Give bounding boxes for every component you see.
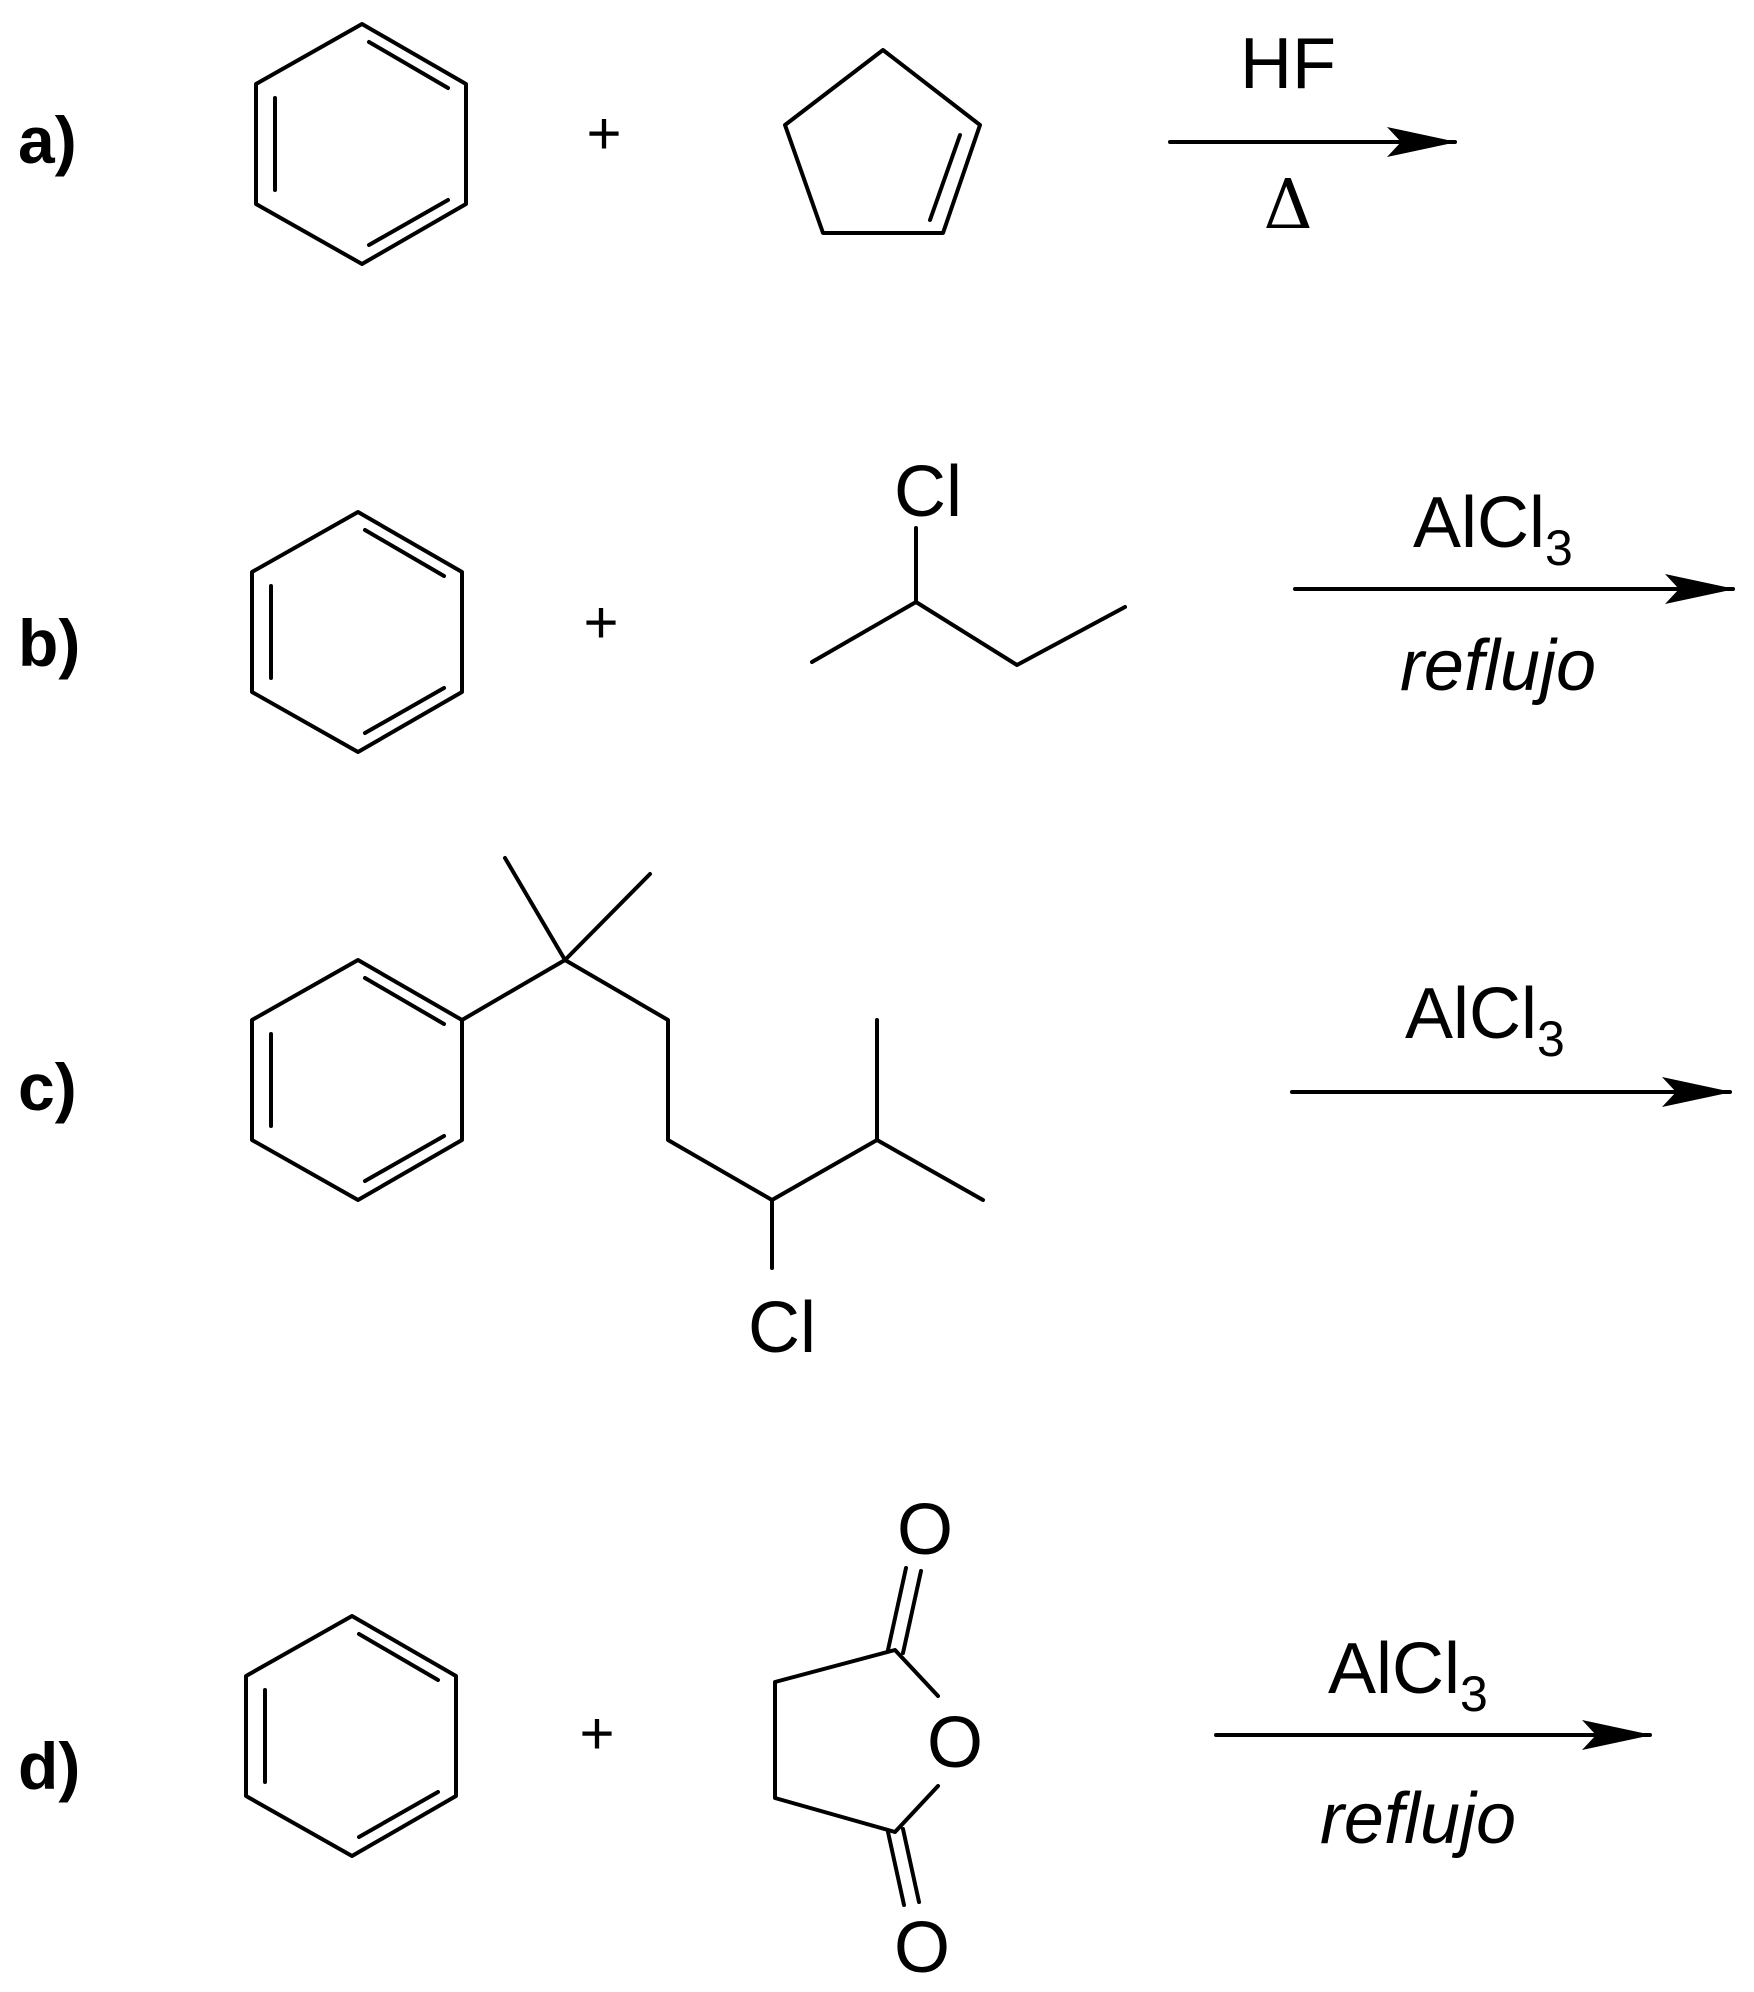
oxygen-atom-ring: O [927,1703,983,1783]
alkyl-chloride-substrate [250,856,985,1270]
reaction-b: b) + Cl AlCl3 reflujo [18,452,1735,754]
reagent-hf: HF [1240,24,1336,104]
reaction-c-label: c) [18,1050,77,1124]
reaction-b-label: b) [18,606,80,680]
reaction-c: c) Cl AlCl3 [18,856,1732,1368]
benzene-b [250,510,464,754]
reaction-a: a) + HF Δ [18,22,1457,266]
reaction-a-label: a) [18,103,77,177]
chlorine-atom-b: Cl [894,452,962,532]
reagent-alcl3-d: AlCl3 [1328,1629,1488,1722]
chlorine-atom-c: Cl [748,1288,816,1368]
plus-sign-b: + [583,589,618,656]
oxygen-atom-top: O [897,1490,953,1570]
benzene-a [254,22,468,266]
reaction-d-label: d) [18,1729,80,1803]
plus-sign-a: + [586,100,621,167]
2-chlorobutane [810,526,1127,667]
oxygen-atom-bottom: O [894,1908,950,1988]
reaction-d: d) + O O O AlCl3 reflujo [18,1490,1652,1988]
reagent-alcl3-b: AlCl3 [1413,483,1573,576]
cyclopentene [783,48,982,235]
reagent-alcl3-c: AlCl3 [1405,974,1565,1067]
benzene-d [244,1614,458,1858]
succinic-anhydride [773,1566,940,1907]
heat-symbol: Δ [1263,166,1312,245]
plus-sign-d: + [579,1700,614,1767]
condition-reflux-d: reflujo [1320,1779,1516,1859]
condition-reflux-b: reflujo [1400,626,1596,706]
